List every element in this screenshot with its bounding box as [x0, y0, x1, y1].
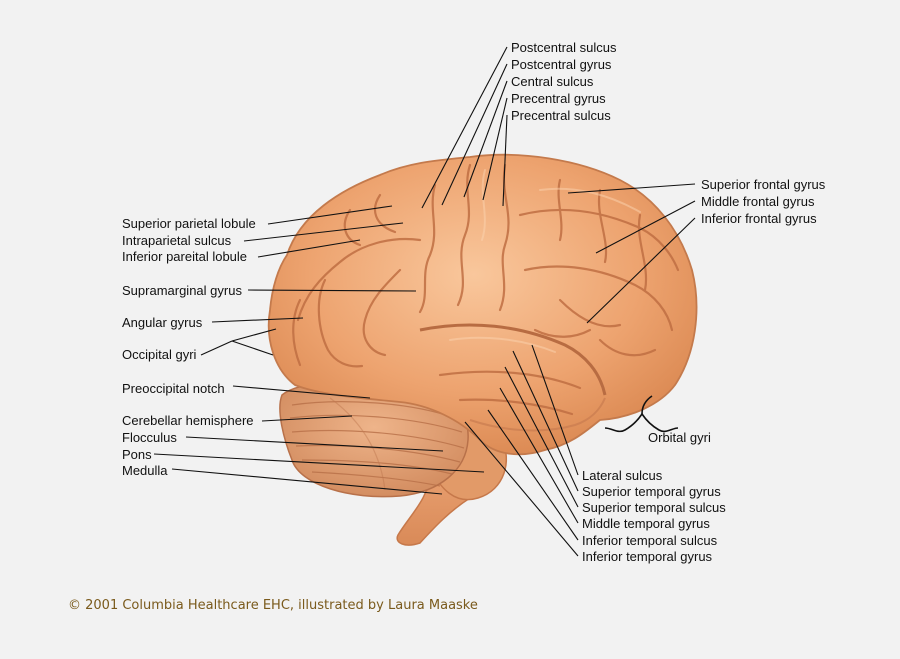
label-central-sulcus: Central sulcus — [511, 74, 594, 89]
label-medulla: Medulla — [122, 463, 168, 478]
label-superior-temporal-sulcus: Superior temporal sulcus — [582, 500, 726, 515]
label-precentral-gyrus: Precentral gyrus — [511, 91, 606, 106]
label-preoccipital-notch: Preoccipital notch — [122, 381, 225, 396]
label-angular-gyrus: Angular gyrus — [122, 315, 203, 330]
label-inferior-pareital-lobule: Inferior pareital lobule — [122, 249, 248, 264]
label-intraparietal-sulcus: Intraparietal sulcus — [122, 233, 232, 248]
label-cerebellar-hemisphere: Cerebellar hemisphere — [122, 413, 254, 428]
sulci — [292, 163, 680, 416]
label-middle-frontal-gyrus: Middle frontal gyrus — [701, 194, 815, 209]
label-superior-frontal-gyrus: Superior frontal gyrus — [701, 177, 826, 192]
label-pons: Pons — [122, 447, 152, 462]
label-middle-temporal-gyrus: Middle temporal gyrus — [582, 516, 710, 531]
label-orbital-gyri: Orbital gyri — [648, 430, 711, 445]
label-superior-parietal-lobule: Superior parietal lobule — [122, 216, 256, 231]
label-inferior-temporal-sulcus: Inferior temporal sulcus — [582, 533, 718, 548]
copyright-notice: © 2001 Columbia Healthcare EHC, illustra… — [68, 598, 478, 613]
label-lateral-sulcus: Lateral sulcus — [582, 468, 663, 483]
label-inferior-frontal-gyrus: Inferior frontal gyrus — [701, 211, 817, 226]
label-inferior-temporal-gyrus: Inferior temporal gyrus — [582, 549, 713, 564]
cerebellum-folia — [289, 397, 465, 491]
label-occipital-gyri: Occipital gyri — [122, 347, 197, 362]
label-flocculus: Flocculus — [122, 430, 177, 445]
label-precentral-sulcus: Precentral sulcus — [511, 108, 611, 123]
label-supramarginal-gyrus: Supramarginal gyrus — [122, 283, 242, 298]
label-superior-temporal-gyrus: Superior temporal gyrus — [582, 484, 721, 499]
label-postcentral-sulcus: Postcentral sulcus — [511, 40, 617, 55]
label-postcentral-gyrus: Postcentral gyrus — [511, 57, 612, 72]
leader-lines — [153, 46, 696, 557]
